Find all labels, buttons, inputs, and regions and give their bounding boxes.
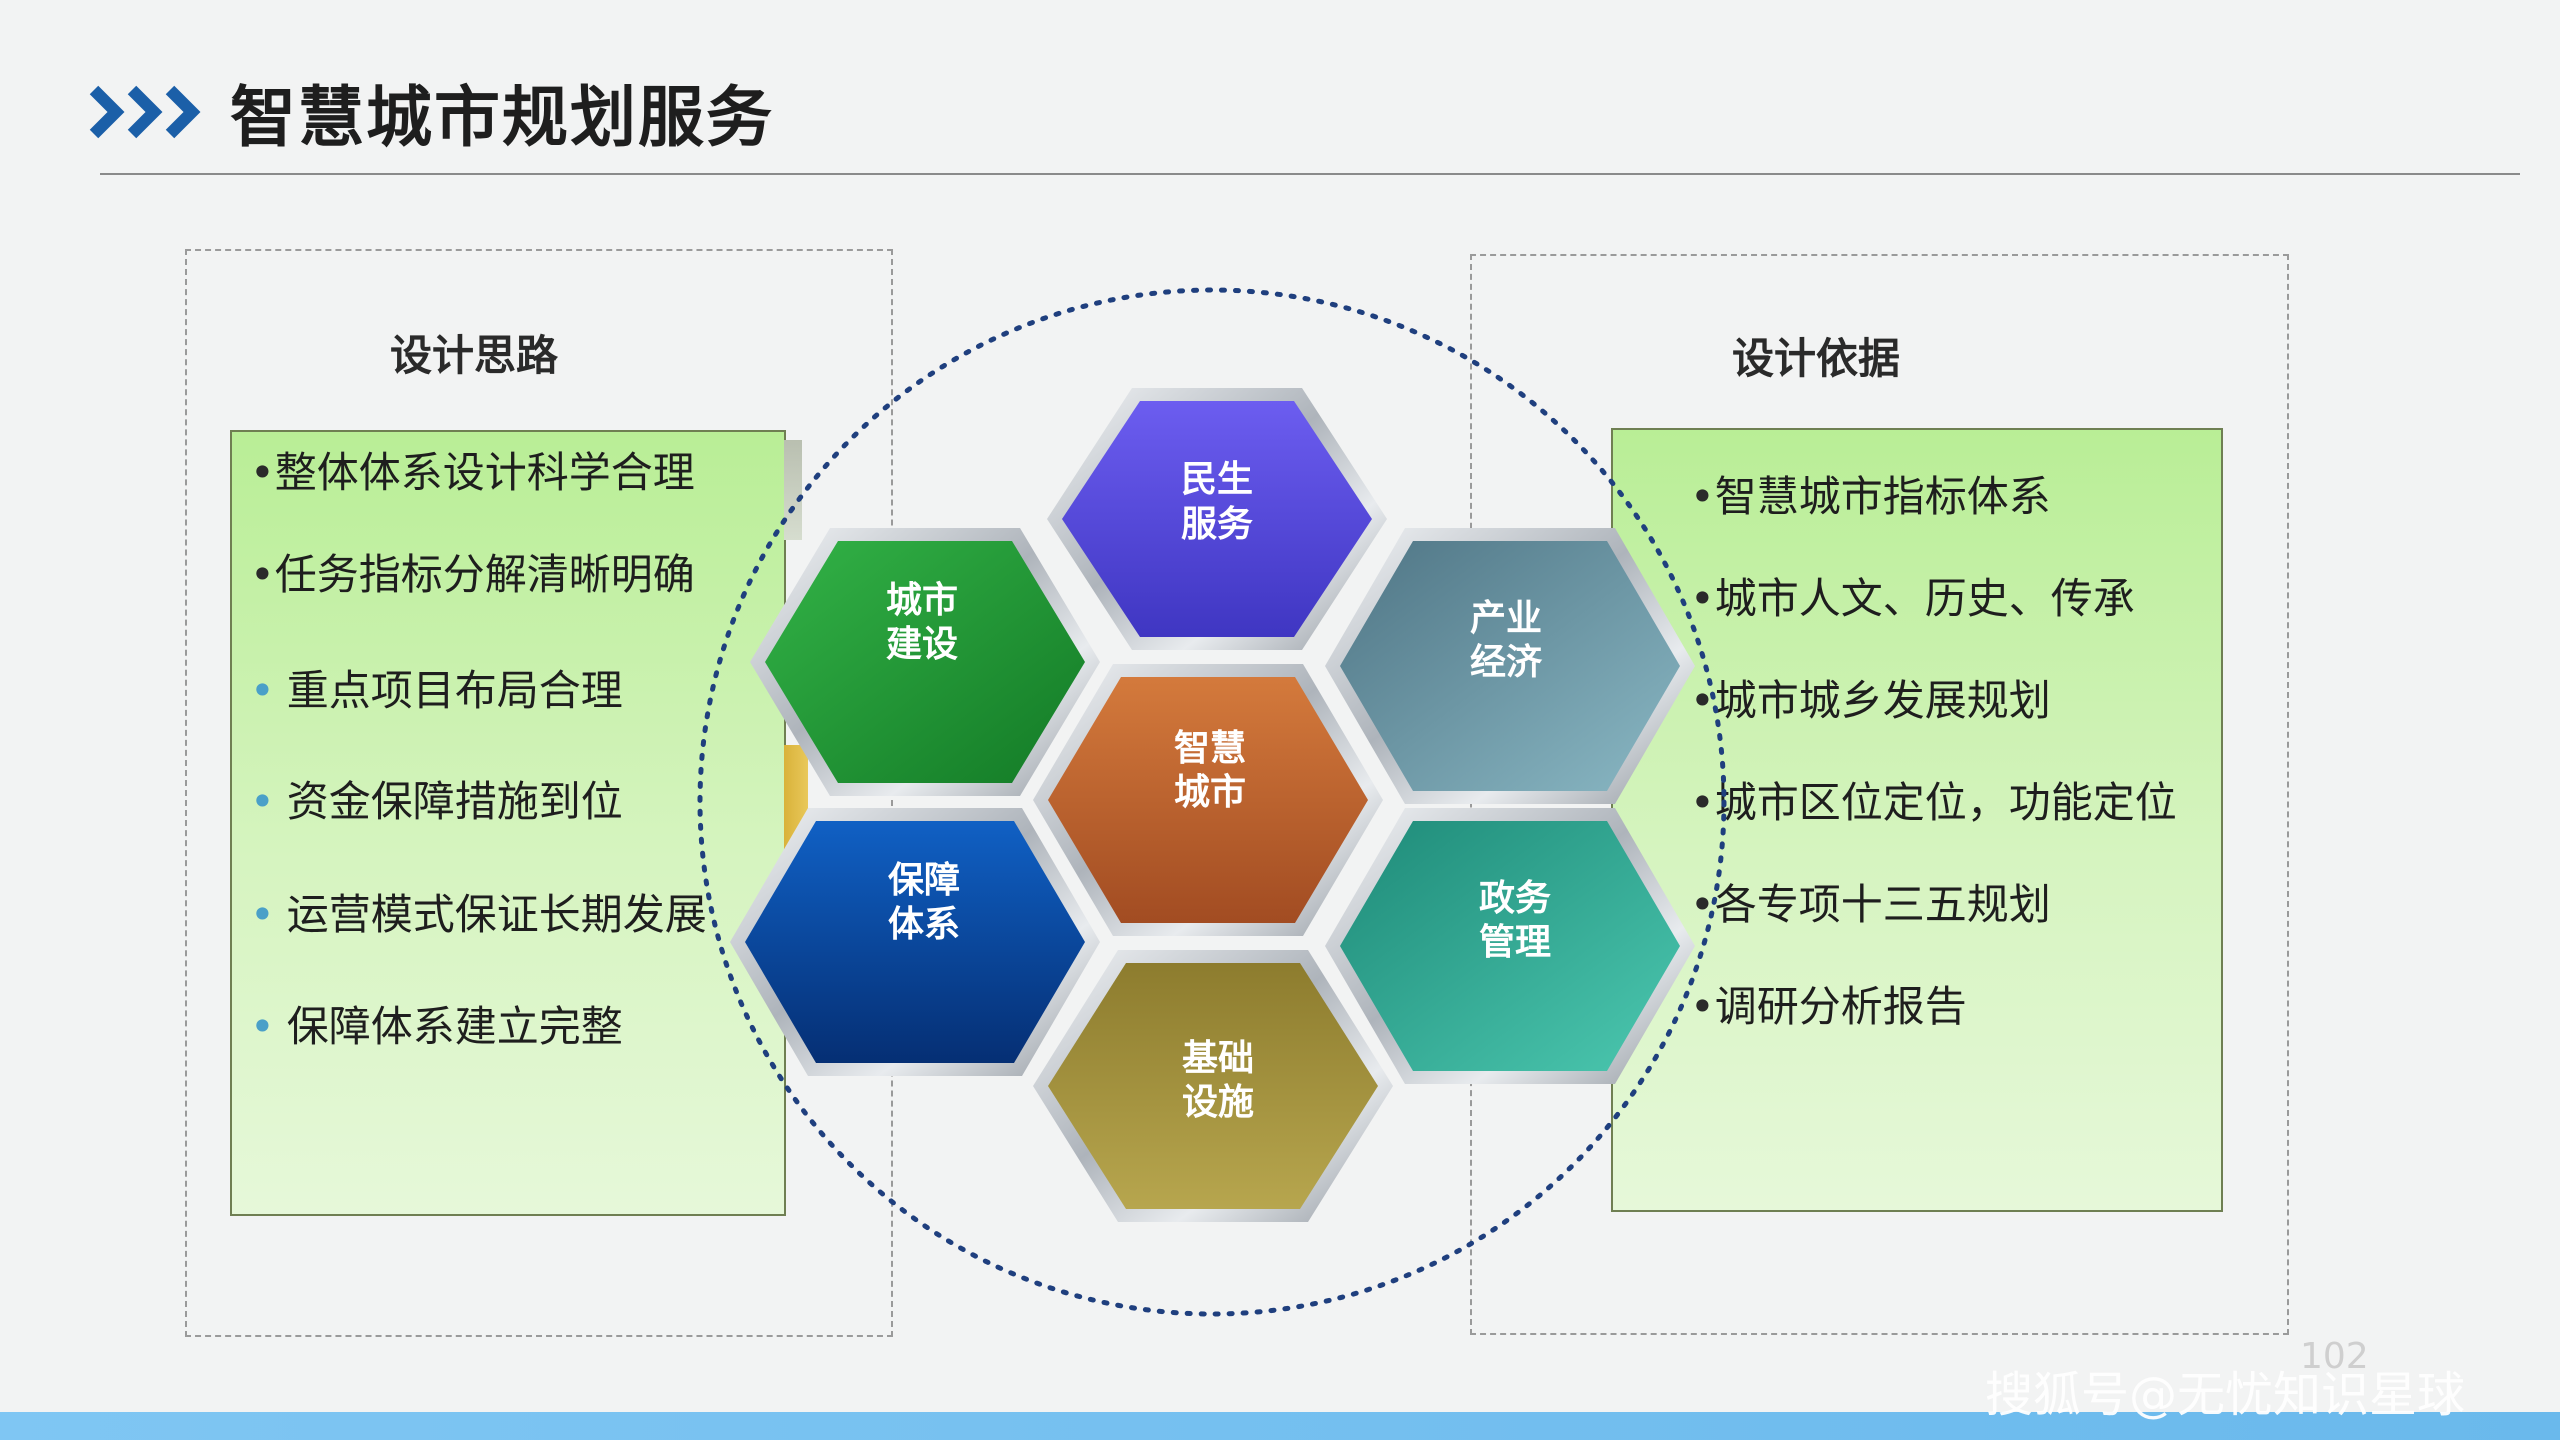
hex-lower-left-line2: 体系	[888, 904, 960, 945]
dotted-ring	[697, 287, 1727, 1317]
right-list-box	[1611, 428, 2223, 1212]
hex-upper-left-line2: 建设	[886, 624, 958, 665]
right-panel-heading: 设计依据	[1732, 334, 1901, 383]
page-title: 智慧城市规划服务	[230, 79, 774, 156]
list-item: •城市人文、历史、传承	[1690, 574, 2135, 623]
left-panel-heading: 设计思路	[390, 331, 559, 380]
hex-top: 民生 服务	[1047, 388, 1387, 650]
list-item: •任务指标分解清晰明确	[250, 550, 695, 599]
bottom-bar	[0, 1412, 2560, 1440]
list-item: •城市城乡发展规划	[1690, 676, 2051, 725]
hex-lower-right-line2: 管理	[1479, 922, 1551, 963]
hex-bottom: 基础 设施	[1033, 950, 1393, 1222]
left-list-box	[230, 430, 786, 1216]
list-item: •重点项目布局合理	[250, 666, 623, 715]
list-item: •整体体系设计科学合理	[250, 448, 695, 497]
hex-lower-left: 保障 体系	[730, 808, 1100, 1076]
hex-center-line2: 城市	[1174, 772, 1246, 813]
hex-top-line2: 服务	[1181, 504, 1253, 545]
hex-top-line1: 民生	[1181, 459, 1253, 500]
hex-lower-right-line1: 政务	[1479, 878, 1551, 919]
list-item: •资金保障措施到位	[250, 777, 623, 826]
hex-upper-left-line1: 城市	[886, 580, 958, 621]
watermark: 搜狐号@无忧知识星球	[1985, 1367, 2466, 1423]
hex-lower-left-line1: 保障	[888, 860, 960, 901]
hex-bottom-line1: 基础	[1182, 1038, 1254, 1079]
page-number: 102	[2300, 1336, 2369, 1377]
hex-upper-right-line2: 经济	[1470, 642, 1543, 683]
hex-center: 智慧 城市	[1033, 664, 1383, 936]
list-item: •调研分析报告	[1690, 982, 1967, 1031]
triple-chevron-right-icon	[89, 85, 201, 139]
hex-upper-left: 城市 建设	[750, 528, 1100, 796]
list-item: •城市区位定位，功能定位	[1690, 778, 2177, 827]
left-box-edge	[784, 440, 802, 540]
hex-bottom-line2: 设施	[1182, 1082, 1254, 1123]
hex-center-line1: 智慧	[1174, 728, 1246, 769]
hex-lower-right: 政务 管理	[1325, 808, 1695, 1084]
title-divider	[100, 173, 2520, 175]
list-item: •智慧城市指标体系	[1690, 472, 2051, 521]
list-item: •各专项十三五规划	[1690, 880, 2051, 929]
list-item: •运营模式保证长期发展	[250, 890, 707, 939]
hex-upper-right: 产业 经济	[1325, 528, 1695, 804]
hex-upper-right-line1: 产业	[1470, 598, 1542, 639]
list-item: •保障体系建立完整	[250, 1002, 623, 1051]
